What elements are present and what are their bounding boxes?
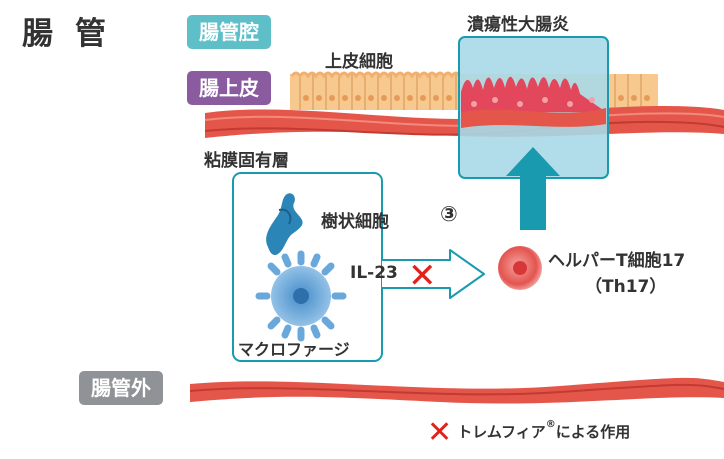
dendritic-cell-label: 樹状細胞 [321,212,389,232]
lower-tissue-detail [189,383,724,396]
macrophage-nucleus [293,288,309,304]
lumen-badge: 腸管腔 [187,15,271,49]
legend-suffix: による作用 [555,423,631,441]
epithelial-cells-label: 上皮細胞 [325,52,393,72]
epithelial-cell-dividers [299,74,642,110]
th17-name-label: ヘルパーT細胞17 [548,251,686,271]
page-title: 腸管 [22,16,128,52]
block-mark-il23: ✕ [408,256,437,296]
cytokine-label: IL-23 [350,263,398,283]
macrophage-spikes [255,250,347,342]
inflamed-mucosa [461,76,606,128]
il23-arrow [382,249,485,299]
inflamed-tissue [461,108,606,128]
ulcerative-colitis-label: 潰瘍性大腸炎 [467,15,569,35]
dendritic-cell-shape [266,193,303,256]
dendritic-cell-detail [278,208,292,225]
epithelium-badge: 腸上皮 [187,71,271,105]
macrophage-shape [255,250,347,342]
th17-abbr-label: （Th17） [585,277,667,297]
legend-block-mark: ✕ [427,415,453,450]
upward-arrow [506,147,560,230]
outside-badge: 腸管外 [79,371,163,405]
th17-nucleus [513,261,527,275]
lamina-propria-label: 粘膜固有層 [204,151,289,171]
inflamed-cell-spots [471,97,595,107]
legend-registered-mark: ® [545,418,556,430]
lower-tissue-band [190,377,724,404]
epithelial-microvilli [290,71,462,79]
step-number: ③ [440,202,458,226]
legend: ✕ トレムフィア®による作用 [427,418,630,448]
macrophage-label: マクロファージ [238,340,350,359]
legend-drug-name: トレムフィア [457,423,546,441]
epithelial-cell-nuclei [303,95,650,101]
